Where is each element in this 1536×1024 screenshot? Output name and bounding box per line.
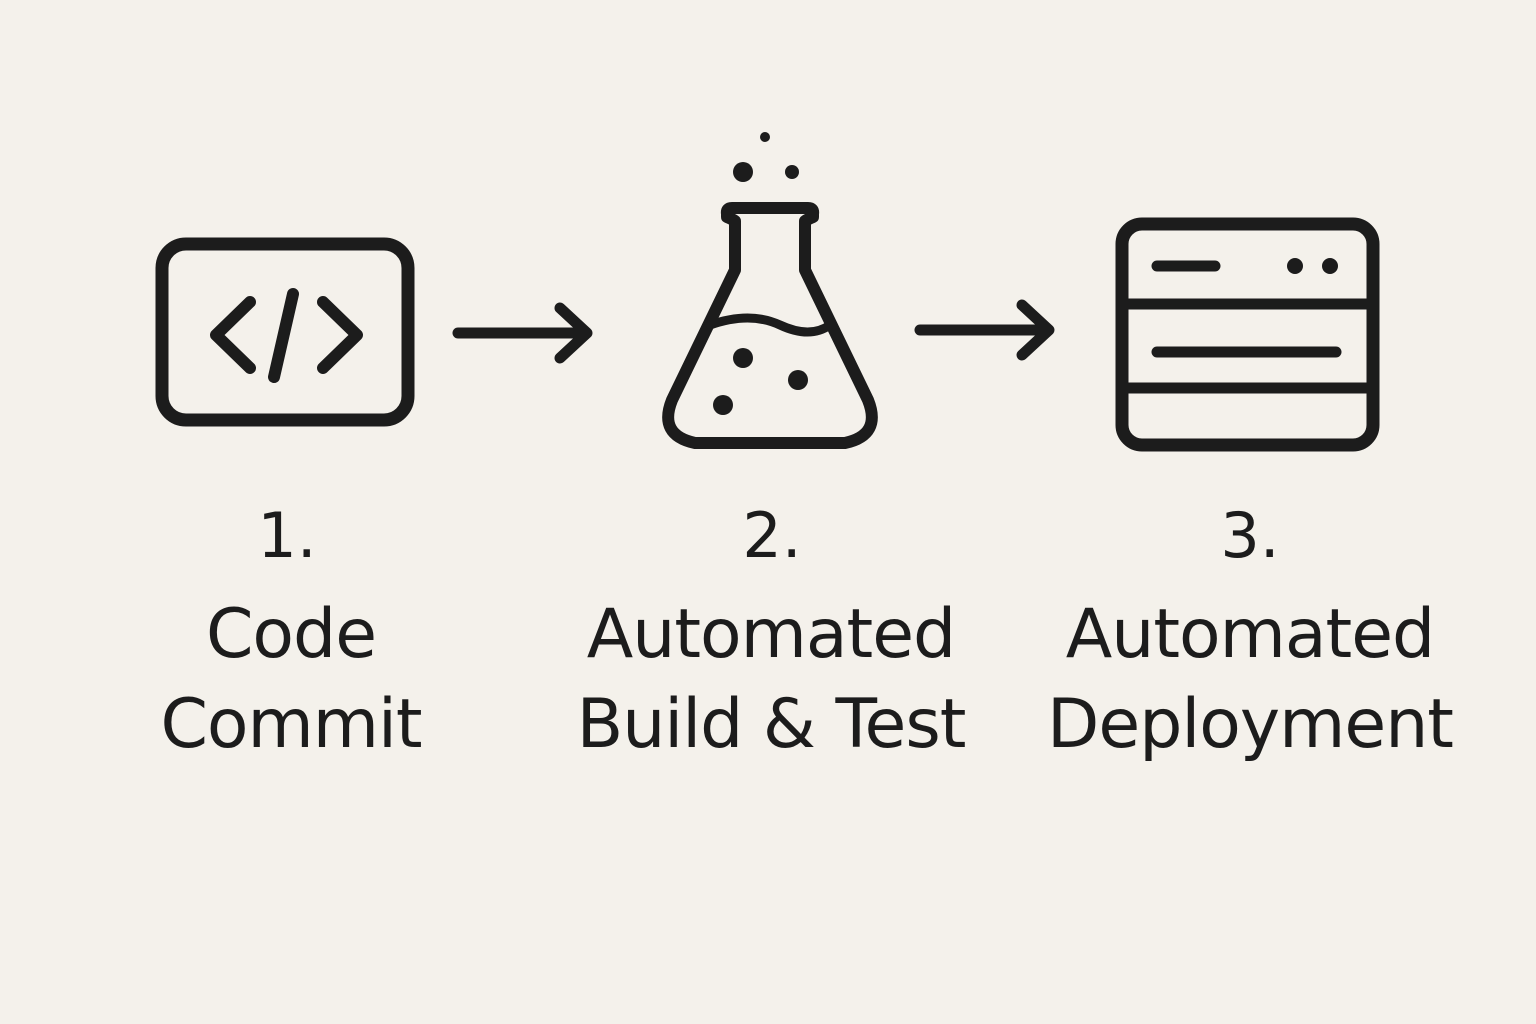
code-window-icon [150,232,420,432]
step-label-line: Automated [1065,595,1435,674]
step-number: 2. [742,499,802,572]
arrow-right-icon [912,295,1062,369]
flask-icon [650,125,890,465]
step-label-line: Automated [586,595,956,674]
step-label: Automated Build & Test [511,590,1031,770]
step-label-line: Build & Test [576,685,967,764]
arrow-right-icon [450,300,600,374]
step-label-line: Deployment [1047,685,1454,764]
step-number: 1. [257,499,317,572]
step-label-line: Commit [160,685,422,764]
server-panel-icon [1110,212,1385,457]
step-number: 3. [1220,499,1280,572]
step-label: Code Commit [31,590,551,770]
step-label: Automated Deployment [990,590,1510,770]
step-label-line: Code [205,595,377,674]
